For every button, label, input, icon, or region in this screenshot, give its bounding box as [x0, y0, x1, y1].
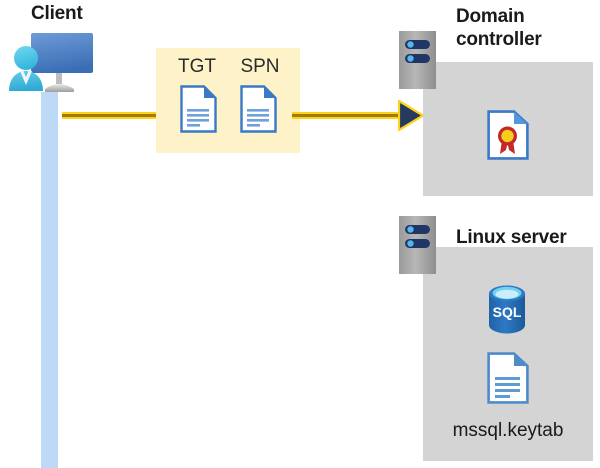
- domain-controller-title-line2: controller: [456, 29, 542, 50]
- domain-controller-title-line1: Domain: [456, 6, 525, 27]
- client-workstation-icon: [4, 27, 100, 99]
- flow-arrow-segment-left: [62, 112, 162, 119]
- flow-arrowhead-icon: [397, 99, 425, 132]
- keytab-document-icon: [487, 352, 529, 404]
- svg-text:SQL: SQL: [493, 304, 522, 320]
- domain-controller-title: Domain controller: [456, 5, 596, 51]
- keytab-filename-caption: mssql.keytab: [452, 420, 564, 441]
- tgt-document-icon: [180, 85, 217, 133]
- domain-controller-server-rack-icon: [399, 31, 436, 94]
- tgt-label: TGT: [178, 56, 216, 77]
- linux-server-server-rack-icon: [399, 216, 436, 279]
- spn-document-icon: [240, 85, 277, 133]
- linux-server-title: Linux server: [456, 227, 567, 248]
- certificate-icon: [487, 110, 529, 160]
- sql-database-icon: SQL: [485, 283, 529, 335]
- flow-arrow-segment-right: [292, 112, 402, 119]
- spn-label: SPN: [240, 56, 280, 77]
- client-title: Client: [31, 3, 83, 24]
- client-lifeline: [41, 92, 58, 468]
